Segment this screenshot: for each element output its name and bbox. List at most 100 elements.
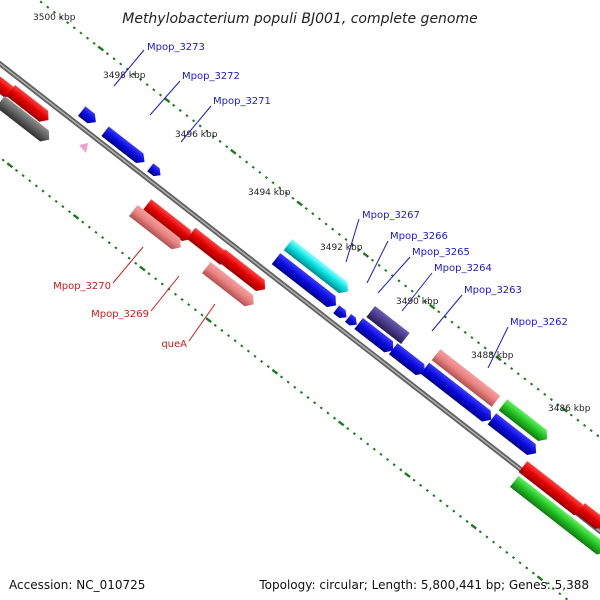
scale-tick-minor: [92, 41, 96, 45]
gene-label-mpop-3266[interactable]: Mpop_3266: [390, 231, 448, 242]
scale-tick-minor: [357, 248, 361, 252]
gene-label-mpop-3270[interactable]: Mpop_3270: [53, 281, 111, 292]
scale-tick-minor: [452, 509, 456, 513]
scale-tick-minor: [154, 277, 158, 281]
scale-tick-minor: [158, 93, 162, 97]
gene-arrow-mpop-3269[interactable]: [186, 227, 233, 269]
scale-tick-minor: [61, 205, 65, 209]
scale-tick-minor: [220, 328, 224, 332]
scale-tick-minor: [245, 160, 249, 164]
gene-arrow-red[interactable]: [6, 84, 52, 126]
scale-tick-minor: [531, 571, 535, 575]
scale-tick-major: [470, 523, 477, 530]
gene-arrow-red[interactable]: [576, 503, 600, 532]
scale-tick-minor: [372, 447, 376, 451]
scale-tick-major: [337, 420, 345, 427]
scale-tick-major: [404, 472, 411, 478]
gene-arrow-blue[interactable]: [354, 317, 397, 356]
scale-tick-minor: [516, 372, 520, 376]
scale-tick-minor: [94, 230, 98, 234]
scale-tick-minor: [66, 21, 70, 25]
gene-arrow-mpop-3272[interactable]: [101, 126, 148, 167]
scale-tick-minor: [152, 88, 156, 92]
gene-label-mpop-3264[interactable]: Mpop_3264: [434, 263, 492, 274]
gene-label-mpop-3265[interactable]: Mpop_3265: [412, 247, 470, 258]
gene-label-mpop-3267[interactable]: Mpop_3267: [362, 210, 420, 221]
scale-tick-minor: [576, 418, 580, 422]
scale-tick-minor: [48, 194, 52, 198]
scale-tick-minor: [85, 36, 90, 40]
scale-tick-major: [97, 45, 105, 52]
scale-tick-minor: [112, 57, 116, 61]
scale-tick-major: [495, 355, 502, 362]
scale-tick-minor: [337, 232, 341, 236]
scale-tick-minor: [240, 344, 244, 348]
gene-arrow-blue[interactable]: [388, 343, 429, 379]
scale-tick-minor: [198, 124, 202, 128]
gene-label-mpop-3271[interactable]: Mpop_3271: [213, 96, 271, 107]
gene-arrow-red[interactable]: [216, 249, 270, 294]
scale-tick-minor: [54, 199, 58, 203]
gene-label-mpop-3269[interactable]: Mpop_3269: [91, 309, 149, 320]
scale-tick-minor: [419, 483, 423, 487]
scale-tick-major: [230, 148, 237, 155]
scale-tick-minor: [366, 442, 370, 446]
gene-arrow-blue[interactable]: [420, 362, 496, 426]
scale-tick-minor: [397, 279, 401, 283]
scale-tick-minor: [324, 222, 328, 226]
gene-arrow-mpop-3263[interactable]: [431, 349, 501, 407]
gene-arrow-blue[interactable]: [487, 413, 541, 458]
gene-label-mpop-3262[interactable]: Mpop_3262: [510, 317, 568, 328]
gene-arrow-mpop-3264[interactable]: [366, 305, 410, 345]
gene-arrow-green[interactable]: [509, 475, 600, 558]
scale-tick-minor: [134, 261, 138, 265]
scale-tick-minor: [478, 530, 482, 534]
scale-tick-minor: [286, 380, 290, 384]
scale-tick-minor: [564, 597, 569, 600]
scale-tick-major: [139, 265, 146, 272]
accession-text: Accession: NC_010725: [9, 578, 146, 592]
gene-label-mpop-3273[interactable]: Mpop_3273: [147, 42, 205, 53]
scale-tick-minor: [359, 437, 363, 441]
scale-tick-minor: [523, 377, 527, 381]
scale-tick-minor: [127, 256, 131, 260]
scale-tick-minor: [439, 499, 443, 503]
gene-arrow-quea[interactable]: [202, 262, 258, 310]
gene-arrow-mpop-3265[interactable]: [344, 313, 360, 329]
scale-tick-minor: [457, 325, 461, 329]
gene-arrow-mpop-3271[interactable]: [147, 163, 163, 179]
scale-tick-minor: [81, 220, 85, 224]
scale-tick-minor: [425, 488, 429, 493]
gene-arrow-mpop-3270[interactable]: [129, 205, 185, 253]
scale-tick-minor: [313, 401, 317, 405]
gene-label-mpop-3272[interactable]: Mpop_3272: [182, 71, 240, 82]
scale-tick-minor: [412, 478, 416, 482]
gene-label-quea[interactable]: queA: [161, 339, 187, 350]
gene-arrow-gray[interactable]: [0, 96, 54, 145]
scale-tick-minor: [377, 263, 381, 267]
scale-tick-minor: [260, 359, 264, 363]
genome-summary-text: Topology: circular; Length: 5,800,441 bp…: [259, 578, 589, 592]
scale-tick-minor: [193, 308, 197, 312]
map-title: Methylobacterium populi BJ001, complete …: [122, 11, 478, 27]
scale-tick-minor: [344, 237, 348, 242]
gene-arrow-blue[interactable]: [271, 253, 341, 311]
scale-tick-major: [271, 368, 279, 375]
gene-arrow-red[interactable]: [0, 76, 18, 101]
gene-label-mpop-3263[interactable]: Mpop_3263: [464, 285, 522, 296]
gene-arrow-mpop-3262[interactable]: [498, 399, 552, 444]
scale-tick-minor: [211, 134, 216, 138]
scale-tick-minor: [14, 168, 19, 172]
gene-arrow-mpop-3273[interactable]: [78, 106, 100, 127]
scale-tick-minor: [450, 320, 454, 324]
scale-tick-minor: [582, 423, 587, 427]
gene-arrow-red[interactable]: [518, 461, 588, 519]
gene-arrow-mpop-3266[interactable]: [333, 305, 349, 321]
gene-arrow-mpop-3267[interactable]: [283, 239, 353, 297]
gene-arrow-red[interactable]: [142, 199, 196, 244]
scale-tick-minor: [119, 62, 123, 66]
scale-tick-minor: [543, 392, 547, 396]
rna-marker[interactable]: [79, 143, 88, 153]
kbp-label-3490: 3490 kbp: [396, 297, 439, 307]
